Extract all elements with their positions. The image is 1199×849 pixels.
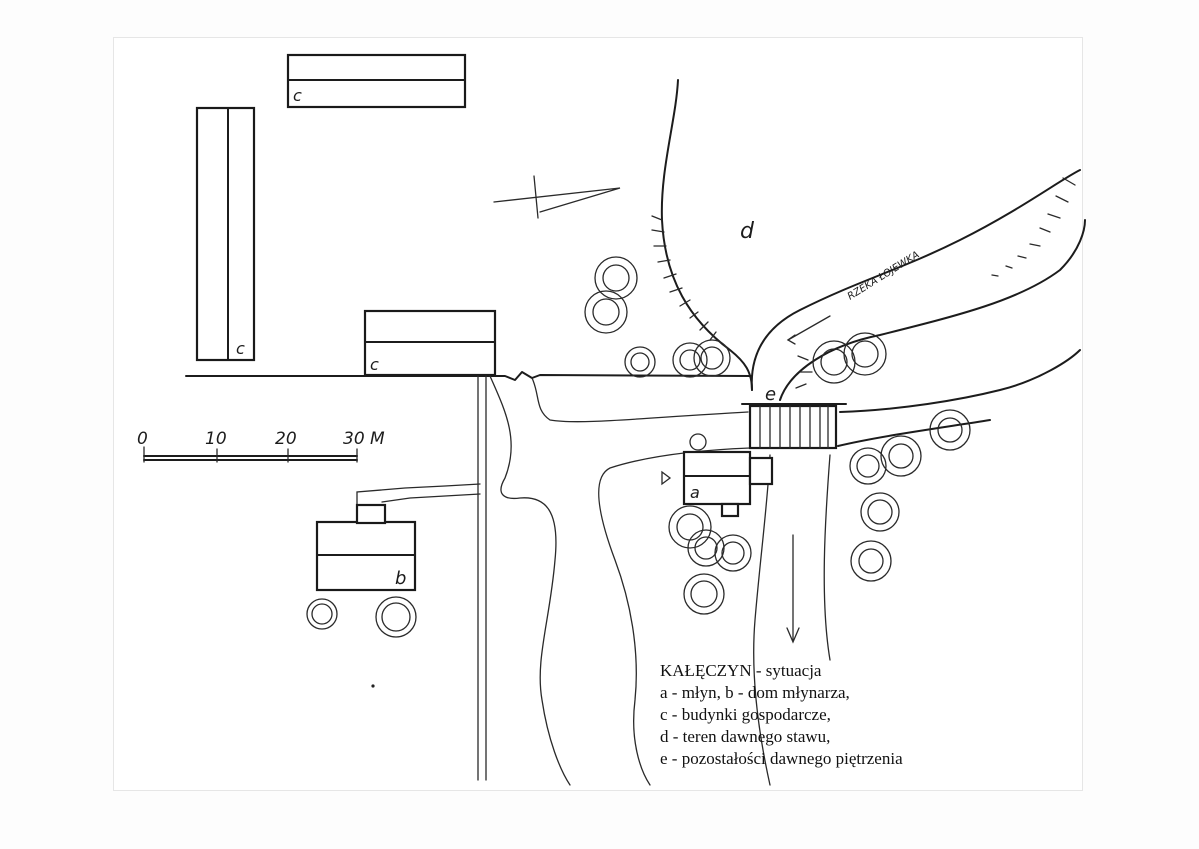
label-a: a	[690, 483, 700, 502]
weir-structure	[741, 403, 847, 450]
building-b-house	[315, 503, 417, 592]
label-e: e	[765, 384, 776, 405]
trees-near-house	[306, 596, 417, 638]
building-a-mill	[661, 450, 774, 518]
legend-line: a - młyn, b - dom młynarza,	[660, 683, 850, 702]
legend-line: c - budynki gospodarcze,	[660, 705, 831, 724]
legend-title-suffix: - sytuacja	[751, 661, 822, 680]
building-c-middle	[363, 309, 497, 377]
building-c-top	[286, 53, 467, 109]
scale-bar	[143, 446, 358, 463]
scale-tick-0: 0	[137, 429, 148, 449]
north-arrow-icon	[493, 175, 621, 219]
legend-title-name: KAŁĘCZYN	[660, 661, 752, 680]
building-c-tall	[195, 106, 256, 362]
label-c-tall: c	[236, 339, 245, 358]
road-lines	[185, 371, 753, 781]
scale-tick-20: 20	[275, 429, 297, 449]
label-b: b	[395, 568, 406, 589]
legend-line: d - teren dawnego stawu,	[660, 727, 831, 746]
label-c-middle: c	[370, 355, 379, 374]
scale-tick-10: 10	[205, 429, 227, 449]
valley-banks	[651, 79, 1086, 401]
river-channel	[598, 349, 1081, 786]
legend-title: KAŁĘCZYN - sytuacja	[660, 660, 970, 682]
legend-line: e - pozostałości dawnego piętrzenia	[660, 749, 903, 768]
map-legend: KAŁĘCZYN - sytuacja a - młyn, b - dom mł…	[660, 660, 970, 770]
label-d: d	[740, 219, 755, 244]
footpath	[356, 375, 749, 786]
drawing-frame	[113, 37, 1083, 791]
trees-group	[584, 256, 971, 615]
label-c-top: c	[293, 86, 302, 105]
label-river: RZEKA ŁOJEWKA	[846, 249, 922, 302]
scale-tick-30: 30 M	[343, 429, 385, 449]
